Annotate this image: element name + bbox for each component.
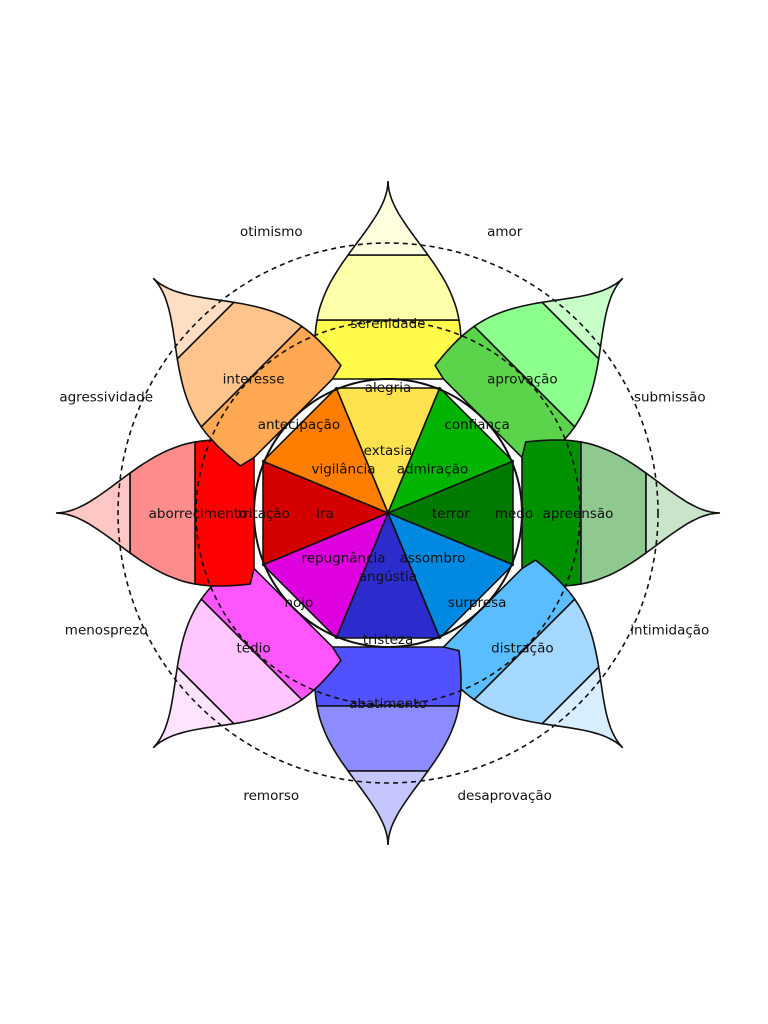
emotion-label: alegria — [365, 380, 411, 396]
emotion-label: admiração — [397, 462, 469, 478]
emotion-labels: extasia alegria serenidade admiração confian… — [149, 316, 614, 712]
emotion-label: extasia — [364, 443, 413, 459]
emotion-label: serenidade — [351, 316, 426, 332]
emotion-label: confiança — [444, 417, 509, 433]
emotion-label: antecipação — [258, 417, 340, 433]
petal-magenta — [152, 511, 390, 749]
emotion-label: terror — [432, 506, 470, 522]
emotion-label: tristeza — [363, 632, 414, 648]
segment-magenta-3 — [152, 665, 236, 749]
inner-circle — [253, 378, 523, 648]
dyad-label: submissão — [634, 389, 706, 405]
emotion-label: vigilância — [311, 462, 375, 478]
emotion-label: aprovação — [487, 372, 558, 388]
emotion-label: irritação — [234, 506, 290, 522]
dyad-labels: amor submissão intimidação desaprovação remo… — [59, 224, 709, 804]
segment-darkgreen-3 — [645, 471, 721, 555]
emotion-label: assombro — [400, 551, 466, 567]
dyad-label: remorso — [243, 788, 299, 804]
emotion-label: tédio — [237, 640, 271, 656]
dyad-label: agressividade — [59, 389, 153, 405]
segment-orange-3 — [152, 277, 236, 361]
emotion-label: medo — [495, 506, 533, 522]
emotion-label: repugnância — [301, 551, 385, 567]
segment-indigo-2 — [316, 705, 460, 772]
emotion-label: distração — [491, 640, 553, 656]
emotion-label: nojo — [284, 595, 313, 611]
emotion-label: angústia — [359, 569, 417, 585]
segment-red-3 — [55, 471, 131, 555]
emotion-label: aborrecimento — [149, 506, 248, 522]
segment-orange-0 — [261, 386, 390, 515]
petal-yellow — [314, 180, 462, 516]
inner-dashed-ring — [195, 320, 581, 706]
dyad-label: amor — [487, 224, 523, 240]
segment-green-3 — [540, 277, 624, 361]
dyad-label: otimismo — [240, 224, 303, 240]
emotion-label: interesse — [223, 372, 285, 388]
petal-green — [386, 277, 624, 515]
petal-darkgreen — [385, 439, 721, 587]
dyad-label: menosprezo — [65, 623, 148, 639]
petal-red — [55, 439, 391, 587]
outer-dashed-ring — [117, 242, 659, 784]
emotion-label: abatimento — [349, 696, 427, 712]
dyad-label: desaprovação — [457, 788, 551, 804]
emotion-label: surpresa — [448, 595, 507, 611]
segment-yellow-3 — [346, 180, 430, 256]
petal-orange — [152, 277, 390, 515]
dyad-label: intimidação — [630, 623, 709, 639]
emotion-label: apreensão — [543, 506, 614, 522]
segment-yellow-2 — [316, 254, 460, 321]
emotion-label: ira — [316, 506, 334, 522]
petals — [55, 180, 721, 846]
segment-indigo-3 — [346, 770, 430, 846]
petal-blue — [386, 511, 624, 749]
segment-blue-3 — [540, 665, 624, 749]
